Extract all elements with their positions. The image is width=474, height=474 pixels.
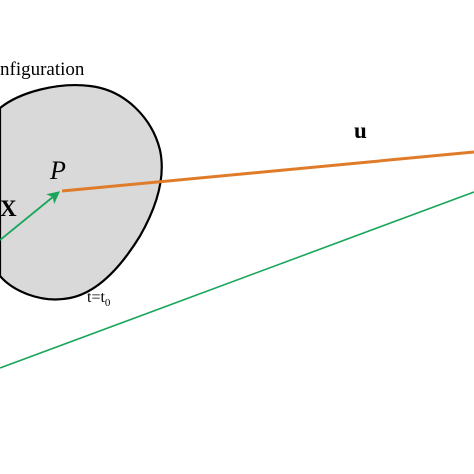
position-vector-label: X	[0, 196, 17, 221]
time-label-main: t=t	[87, 289, 105, 306]
time-label-subscript: 0	[105, 297, 111, 309]
time-label: t=t0	[87, 289, 111, 309]
point-p-label: P	[49, 156, 66, 185]
reference-body	[0, 84, 163, 301]
reference-line	[0, 191, 474, 369]
position-vector-arrow	[0, 191, 60, 241]
displacement-vector-label: u	[354, 118, 367, 143]
configuration-label: nfiguration	[0, 59, 85, 80]
displacement-vector	[61, 150, 474, 193]
